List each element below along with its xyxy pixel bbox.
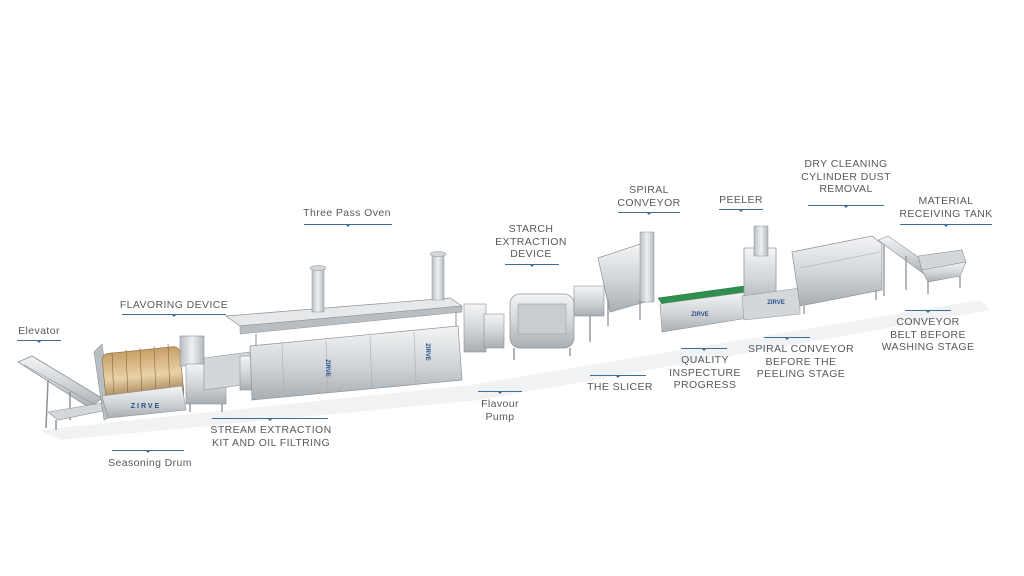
marker-quality-inspecture: [681, 348, 727, 351]
label-starch-extraction: STARCH EXTRACTION DEVICE: [495, 223, 567, 260]
three-pass-oven-machine: ZIRVE ZIRVE: [225, 251, 464, 401]
starch-extraction-machine: [509, 293, 575, 360]
marker-spiral-conveyor-before-peeling: [764, 337, 810, 340]
seasoning-drum-machine: ZIRVE: [93, 343, 187, 421]
marker-the-slicer: [590, 375, 646, 378]
label-flavoring-device: FLAVORING DEVICE: [119, 299, 229, 311]
label-peeler: PEELER: [719, 194, 763, 206]
marker-flavour-pump: [478, 391, 522, 394]
marker-seasoning-drum: [112, 450, 184, 453]
seasoning-drum-brand: ZIRVE: [131, 403, 162, 410]
label-flavour-pump: Flavour Pump: [481, 398, 519, 423]
label-spiral-conveyor-before-peeling: SPIRAL CONVEYOR BEFORE THE PEELING STAGE: [748, 343, 854, 380]
quality-conveyor-brand: ZIRVE: [691, 312, 709, 318]
label-seasoning-drum: Seasoning Drum: [108, 457, 192, 469]
marker-spiral-conveyor: [618, 212, 680, 215]
quality-inspection-machine: ZIRVE: [657, 285, 749, 333]
marker-material-receiving: [900, 224, 992, 227]
inclined-conveyor-belt-machine: [877, 235, 935, 296]
marker-starch-extraction: [505, 264, 559, 267]
ground-shadow: [40, 300, 990, 440]
label-conveyor-belt: CONVEYOR BELT BEFORE WASHING STAGE: [881, 316, 975, 353]
label-material-receiving: MATERIAL RECEIVING TANK: [899, 195, 993, 220]
spiral-conveyor-machine: [597, 231, 655, 326]
material-receiving-tank-machine: [917, 249, 967, 294]
label-stream-extraction: STREAM EXTRACTION KIT AND OIL FILTRING: [210, 424, 332, 449]
marker-elevator: [17, 340, 61, 343]
marker-peeler: [719, 209, 763, 212]
label-the-slicer: THE SLICER: [587, 381, 653, 393]
flavour-pump-machine: [463, 303, 505, 353]
dry-cleaning-cylinder-machine: [791, 235, 883, 314]
label-quality-inspecture: QUALITY INSPECTURE PROGRESS: [669, 354, 741, 391]
marker-stream-extraction: [212, 418, 328, 421]
label-dry-cleaning: DRY CLEANING CYLINDER DUST REMOVAL: [801, 158, 891, 195]
peeler-base-brand: ZIRVE: [767, 300, 785, 306]
marker-dry-cleaning: [808, 205, 884, 208]
oven-panel-brand-1: ZIRVE: [324, 359, 330, 377]
marker-conveyor-belt: [905, 310, 951, 313]
peeler-machine: ZIRVE: [741, 225, 801, 321]
label-three-pass-oven: Three Pass Oven: [303, 207, 391, 219]
label-spiral-conveyor: SPIRAL CONVEYOR: [617, 184, 681, 209]
label-elevator: Elevator: [18, 325, 60, 337]
oven-panel-brand-2: ZIRVE: [424, 343, 430, 361]
slicer-machine: [573, 285, 605, 342]
marker-three-pass-oven: [304, 224, 392, 227]
marker-flavoring-device: [122, 314, 226, 317]
